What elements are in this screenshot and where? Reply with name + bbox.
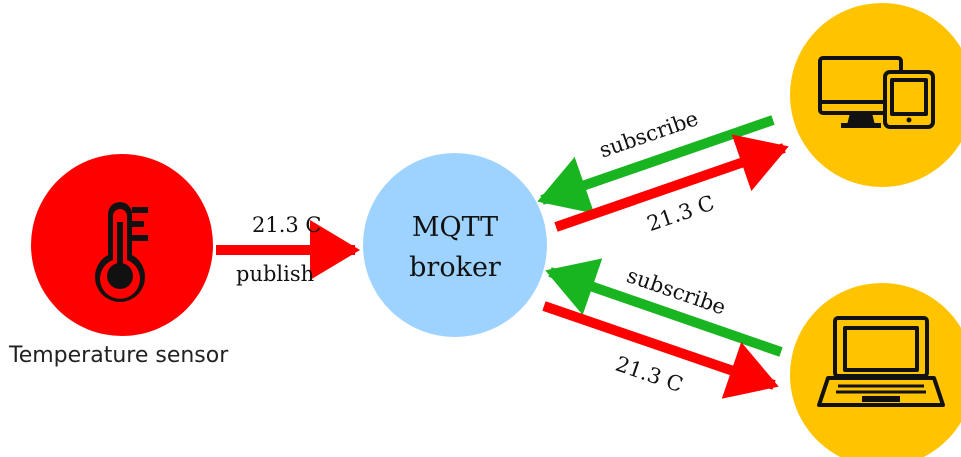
broker-label-line2: broker: [409, 252, 501, 283]
thermometer-icon: [94, 202, 148, 302]
subscribe-arrow-top: [537, 115, 775, 214]
message-arrow-bottom: [542, 301, 779, 399]
message-arrow-top: [554, 134, 789, 232]
temperature-sensor-node: [31, 154, 213, 336]
broker-circle: [363, 153, 547, 337]
sensor-label: Temperature sensor: [8, 343, 229, 368]
message-value-bottom: 21.3 C: [613, 352, 687, 397]
desktop-client-node: [790, 3, 961, 187]
desktop-client-circle: [790, 3, 961, 187]
laptop-icon: [817, 316, 945, 407]
publish-action-label: publish: [236, 262, 314, 286]
desktop-and-tablet-icon: [818, 56, 935, 129]
subscribe-arrow-bottom: [545, 258, 783, 357]
mqtt-broker-node: MQTT broker: [363, 153, 547, 337]
broker-label-line1: MQTT: [412, 212, 498, 243]
publish-value: 21.3 C: [252, 213, 322, 237]
laptop-client-node: [790, 283, 961, 457]
